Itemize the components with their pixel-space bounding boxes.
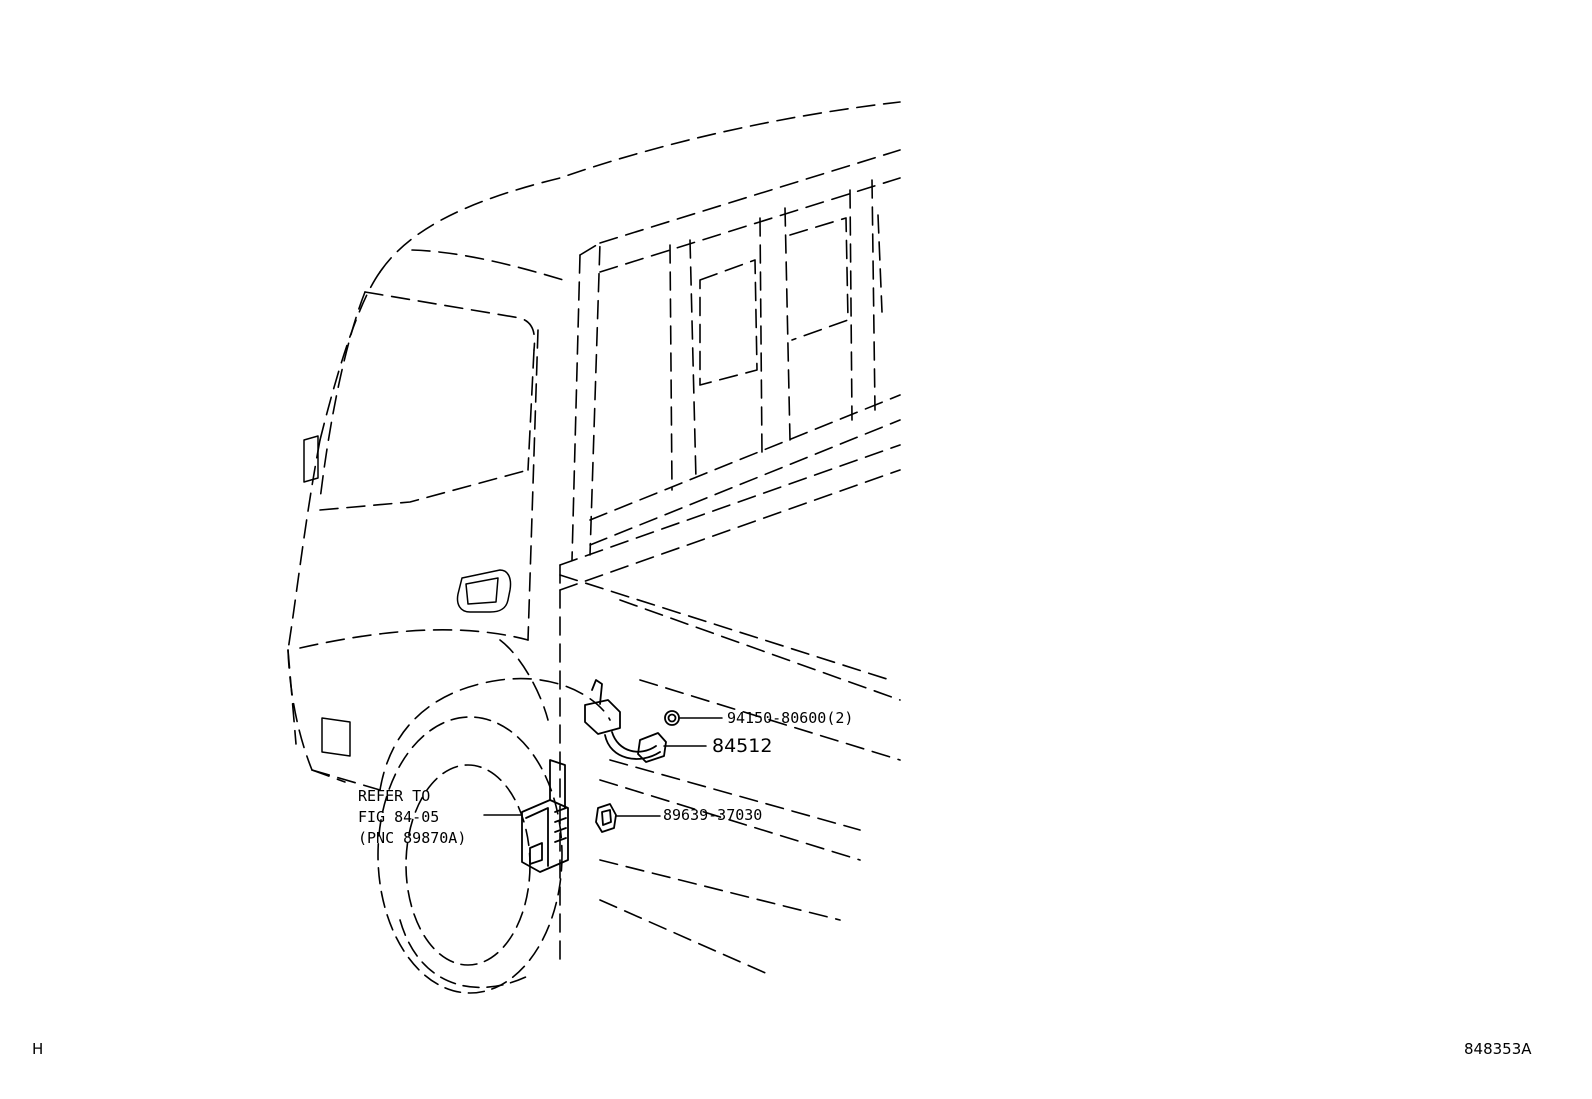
sensor-part-number-label[interactable]: 84512 <box>712 735 773 757</box>
reference-note-line-3[interactable]: (PNC 89870A) <box>358 829 467 847</box>
reference-note-line-1: REFER TO <box>358 787 431 805</box>
corner-marker: H <box>32 1040 44 1058</box>
reference-note-line-2: FIG 84-05 <box>358 808 440 826</box>
nut-part-number-label[interactable]: 94150-80600(2) <box>727 709 854 727</box>
cargo-bed-phantom <box>559 149 901 976</box>
leader-lines <box>483 717 723 817</box>
connector-part <box>595 803 617 833</box>
cab-phantom-outline <box>287 101 901 791</box>
wheel-phantom <box>377 716 563 994</box>
cab-details <box>303 435 512 757</box>
connector-part-number-label[interactable]: 89639-37030 <box>663 806 763 824</box>
nut-part <box>664 710 680 726</box>
reference-note: REFER TO FIG 84-05 (PNC 89870A) <box>358 786 466 849</box>
sensor-assembly <box>584 679 667 763</box>
ecu-module <box>521 759 569 873</box>
illustration-id: 848353A <box>1464 1040 1532 1058</box>
